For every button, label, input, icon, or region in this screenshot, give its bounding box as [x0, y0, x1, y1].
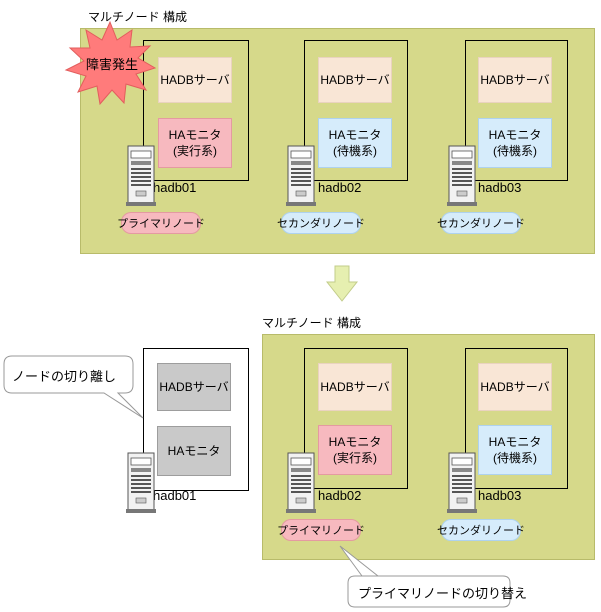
ha-monitor-state: (待機系)	[493, 144, 537, 158]
hostname: hadb02	[318, 488, 362, 503]
hadb-server-box: HADBサーバ	[318, 57, 392, 103]
role-badge-secondary: セカンダリノード	[437, 212, 525, 234]
hostname: hadb01	[153, 180, 197, 195]
server-icon	[446, 145, 478, 207]
ha-monitor-label: HAモニタ	[488, 435, 542, 449]
failure-burst-icon	[64, 20, 157, 106]
hostname: hadb02	[318, 180, 362, 195]
ha-monitor-label: HAモニタ	[488, 128, 542, 142]
node-frame-hadb02	[304, 40, 408, 181]
callout-switch-text: プライマリノードの切り替え	[358, 586, 528, 601]
ha-monitor-state: (実行系)	[173, 144, 217, 158]
hadb-server-box: HADBサーバ	[158, 57, 232, 103]
ha-monitor-box-standby: HAモニタ (待機系)	[478, 425, 552, 475]
hostname: hadb03	[478, 180, 522, 195]
node-frame-hadb02	[304, 348, 408, 489]
server-icon	[285, 145, 317, 207]
role-badge-secondary: セカンダリノード	[437, 519, 525, 541]
node-frame-hadb01	[143, 40, 249, 181]
ha-monitor-label: HAモニタ	[328, 128, 382, 142]
role-badge-primary: プライマリノード	[277, 519, 365, 541]
role-badge-primary: プライマリノード	[117, 212, 205, 234]
hadb-server-box: HADBサーバ	[318, 363, 392, 411]
server-icon	[125, 452, 157, 514]
ha-monitor-box-standby: HAモニタ (待機系)	[318, 118, 392, 168]
hadb-server-box: HADBサーバ	[478, 57, 552, 103]
ha-monitor-box-running: HAモニタ (実行系)	[158, 118, 232, 168]
ha-monitor-box-standby: HAモニタ (待機系)	[478, 118, 552, 168]
node-frame-hadb03	[465, 40, 568, 181]
ha-monitor-label: HAモニタ	[168, 128, 222, 142]
top-cluster-title: マルチノード 構成	[88, 10, 187, 24]
server-icon	[285, 452, 317, 514]
hadb-server-box: HADBサーバ	[478, 363, 552, 411]
ha-monitor-box-detached: HAモニタ	[157, 426, 231, 476]
ha-monitor-state: (実行系)	[333, 451, 377, 465]
callout-detach-text: ノードの切り離し	[12, 369, 117, 384]
ha-monitor-box-running: HAモニタ (実行系)	[318, 425, 392, 475]
burst-label: 障害発生	[86, 57, 139, 72]
node-frame-hadb03	[465, 348, 568, 489]
ha-monitor-label: HAモニタ	[328, 435, 382, 449]
transition-arrow-icon	[325, 265, 359, 302]
hostname: hadb01	[153, 488, 197, 503]
server-icon	[446, 452, 478, 514]
callout-detach-bubble	[3, 355, 144, 419]
hadb-server-box-detached: HADBサーバ	[157, 363, 231, 411]
server-icon	[125, 145, 157, 207]
ha-monitor-state: (待機系)	[333, 144, 377, 158]
ha-monitor-state: (待機系)	[493, 451, 537, 465]
callout-switch-bubble	[339, 545, 511, 608]
role-badge-secondary: セカンダリノード	[277, 212, 365, 234]
hostname: hadb03	[478, 488, 522, 503]
bottom-cluster-title: マルチノード 構成	[262, 316, 361, 330]
